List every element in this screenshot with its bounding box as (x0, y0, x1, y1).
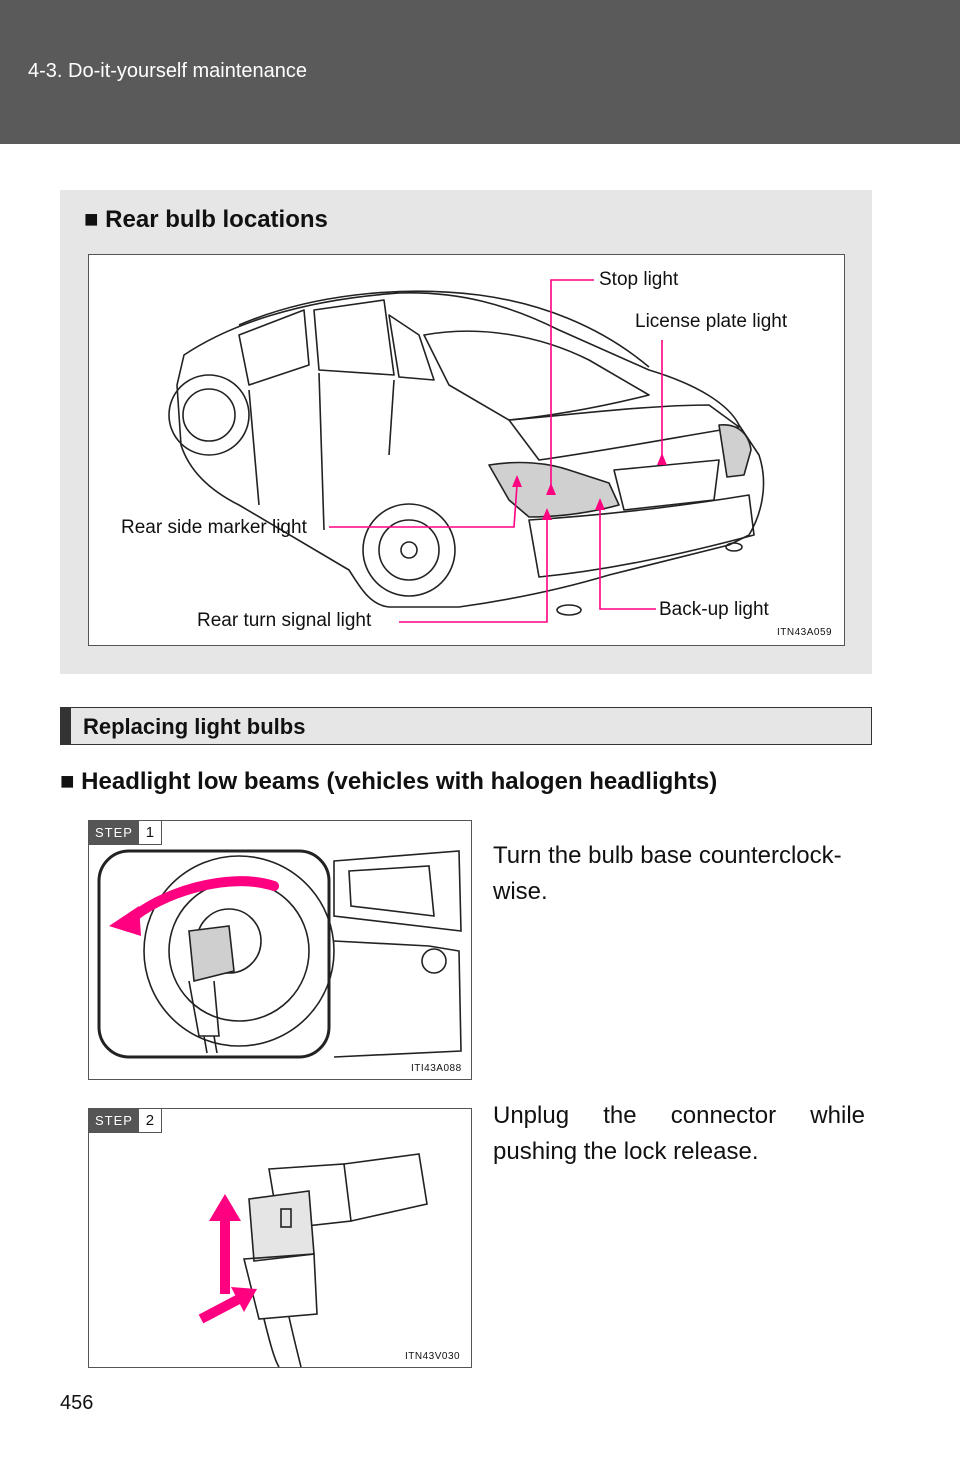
step-2-figure: STEP 2 ITN43V030 (88, 1108, 472, 1368)
section-bar: Replacing light bulbs (60, 707, 872, 745)
rear-bulb-locations-panel: ■ Rear bulb locations (60, 190, 872, 674)
step-number: 1 (138, 821, 161, 844)
rear-bulb-figure: Stop light License plate light Rear side… (88, 254, 845, 646)
step-2-text: Unplug the connector while pushing the l… (493, 1102, 865, 1165)
page-header: 4-3. Do-it-yourself maintenance (0, 0, 960, 144)
step-1-figure: STEP 1 ITI43A088 (88, 820, 472, 1080)
section-title: Replacing light bulbs (83, 714, 306, 739)
step-label: STEP (89, 821, 139, 844)
figure-code: ITN43V030 (405, 1351, 461, 1362)
headlight-illustration (97, 849, 462, 1059)
connector-illustration (198, 1153, 428, 1368)
step-number: 2 (138, 1109, 161, 1132)
step-2-badge: STEP 2 (89, 1109, 162, 1133)
subsection-heading: ■ Headlight low beams (vehicles with hal… (60, 768, 718, 795)
page-number: 456 (60, 1392, 94, 1414)
label-license-plate-light: License plate light (635, 311, 788, 332)
rear-bulb-heading: ■ Rear bulb locations (84, 206, 328, 233)
figure-code: ITN43A059 (777, 627, 833, 638)
section-breadcrumb: 4-3. Do-it-yourself maintenance (28, 60, 308, 82)
label-rear-side-marker-light: Rear side marker light (121, 517, 307, 538)
step-1-text: Turn the bulb base counterclock-wise. (493, 842, 842, 905)
car-rear-illustration (168, 279, 765, 623)
label-back-up-light: Back-up light (659, 599, 769, 620)
step-1-badge: STEP 1 (89, 821, 162, 845)
figure-code: ITI43A088 (411, 1063, 462, 1074)
label-stop-light: Stop light (599, 269, 679, 290)
label-rear-turn-signal-light: Rear turn signal light (197, 610, 372, 631)
step-label: STEP (89, 1109, 139, 1132)
